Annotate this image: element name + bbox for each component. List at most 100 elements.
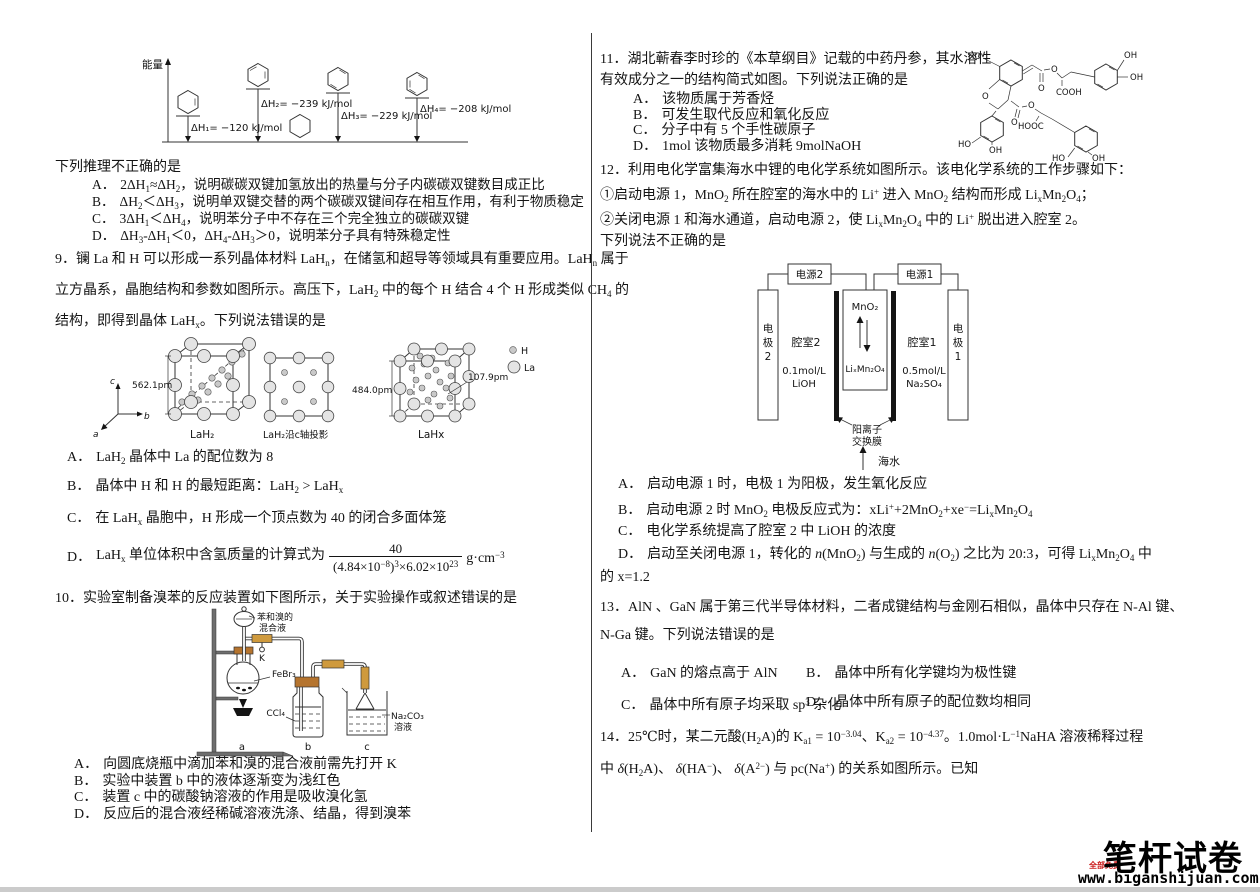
q11-option-d: D．1mol 该物质最多消耗 9molNaOH xyxy=(633,138,862,154)
q8-options: A．2ΔH1≈ΔH2，说明碳碳双键加氢放出的热量与分子内碳碳双键数目成正比 B．… xyxy=(92,176,584,245)
q14-text-line1: 14．25℃时，某二元酸(H2A)的 Ka1 = 10−3.04、Ka2 = 1… xyxy=(600,729,1144,746)
ringc-oh-right-label: OH xyxy=(1130,73,1143,83)
cooh-label: COOH xyxy=(1056,88,1082,98)
electrode1-label-3: 1 xyxy=(955,351,962,363)
q13-text-line2: N-Ga 键。下列说法错误的是 xyxy=(600,628,775,643)
seawater-label: 海水 xyxy=(878,454,900,468)
ringb-ho-label: HO xyxy=(958,140,971,150)
q13-option-a: A．GaN 的熔点高于 AlN xyxy=(621,666,778,681)
q12-option-b: B．启动电源 2 时 MnO2 电极反应式为：xLi++2MnO2+xe−=Li… xyxy=(618,502,1033,519)
q10-options: A．向圆底烧瓶中滴加苯和溴的混合液前需先打开 K B．实验中装置 b 中的液体逐… xyxy=(74,756,411,822)
q8-option-a: A．2ΔH1≈ΔH2，说明碳碳双键加氢放出的热量与分子内碳碳双键数目成正比 xyxy=(92,177,545,194)
q13-option-d: D．晶体中所有原子的配位数均相同 xyxy=(806,695,1032,710)
ccl4-label: CCl₄ xyxy=(266,709,285,719)
q13-text-line1: 13．AlN 、GaN 属于第三代半导体材料，二者成键结构与金刚石相似，晶体中只… xyxy=(600,600,1184,615)
brand-free-tag: 全部免费 xyxy=(1089,861,1121,870)
q12-option-c: C．电化学系统提高了腔室 2 中 LiOH 的浓度 xyxy=(618,524,897,539)
q10-option-d: D．反应后的混合液经稀碱溶液洗涤、结晶，得到溴苯 xyxy=(74,806,412,822)
q10-option-c: C．装置 c 中的碳酸钠溶液的作用是吸收溴化氢 xyxy=(74,790,368,805)
q8-energy-diagram: 能量 ΔH₁= −120 kJ/mol ΔH₂= −239 kJ/mol ΔH₃… xyxy=(142,58,511,143)
ho-top-label: HO xyxy=(968,52,981,62)
q8-option-c: C．3ΔH1＜ΔH4，说明苯分子中不存在三个完全独立的碳碳双键 xyxy=(92,211,470,228)
na2co3-label-line2: 溶液 xyxy=(394,721,412,733)
q11-option-b: B．可发生取代反应和氧化反应 xyxy=(633,107,830,123)
na2co3-label-line1: Na₂CO₃ xyxy=(391,712,424,722)
brand-logo-text: 笔杆试卷 xyxy=(1103,841,1243,878)
q12-step1: ①启动电源 1，MnO2 所在腔室的海水中的 Li+ 进入 MnO2 结构而形成… xyxy=(600,187,1095,204)
q12-cell-figure: 电源2 电源1 电 极 2 电 极 1 MnO₂ LiₓMn₂O₄ 腔室2 0.… xyxy=(757,263,969,470)
lahx-cell: 484.0pm 107.9pm LaHx xyxy=(352,342,508,441)
q10-apparatus-figure: K 苯和溴的 混合液 FeBr₃ CCl₄ Na₂CO₃ 溶液 a b c xyxy=(196,606,424,757)
apparatus-b-label: b xyxy=(305,742,311,753)
q9-option-b: B．晶体中 H 和 H 的最短距离：LaH2 > LaHx xyxy=(67,479,344,495)
q11-structure-figure: HO O HO OH O O COOH OH OH O O HOOC HO OH xyxy=(958,51,1143,164)
solution2-line2: LiOH xyxy=(792,379,816,390)
carbonyl2-o-label: O xyxy=(1011,118,1018,128)
ringc-oh-top-label: OH xyxy=(1124,51,1137,61)
lixmn2o4-label: LiₓMn₂O₄ xyxy=(845,365,885,375)
q9-text-line3: 结构，即得到晶体 LaHx。下列说法错误的是 xyxy=(55,314,326,330)
apparatus-c-label: c xyxy=(364,742,370,753)
q14-text-line2: 中 δ(H2A)、 δ(HA−)、 δ(A2−) 与 pc(Na+) 的关系如图… xyxy=(600,761,979,778)
membrane-label-line1: 阳离子 xyxy=(852,423,882,436)
dh2-label: ΔH₂= −239 kJ/mol xyxy=(261,99,352,110)
lahx-edge-length: 484.0pm xyxy=(352,386,392,396)
q13-option-c: C．晶体中所有原子均采取 sp3 杂化 xyxy=(621,697,842,713)
legend-h-label: H xyxy=(521,346,528,357)
energy-axis-label: 能量 xyxy=(142,58,163,71)
axis-b-label: b xyxy=(144,412,150,422)
funnel-label-line2: 混合液 xyxy=(259,622,286,634)
apparatus-a-label: a xyxy=(239,742,245,753)
q9-option-d-fraction: 40 (4.84×10−8)3×6.02×1023 xyxy=(329,541,463,574)
solution2-line1: 0.1mol/L xyxy=(782,366,826,377)
chamber2-label: 腔室2 xyxy=(792,335,821,349)
q12-option-a: A．启动电源 1 时，电极 1 为阳极，发生氧化反应 xyxy=(618,477,928,492)
q9-crystal-figure: c b a 562.1pm LaH₂ LaH₂沿c轴投影 xyxy=(93,337,535,441)
page-bottom-edge xyxy=(0,887,1260,892)
power1-label: 电源1 xyxy=(906,268,934,281)
q13-option-b: B．晶体中所有化学键均为极性键 xyxy=(806,666,1017,681)
q10-option-a: A．向圆底烧瓶中滴加苯和溴的混合液前需先打开 K xyxy=(74,757,397,772)
lah2-projection: LaH₂沿c轴投影 xyxy=(263,351,335,441)
ester2-o-label: O xyxy=(1028,101,1035,111)
brand-url: www.biganshijuan.com xyxy=(1078,869,1259,887)
lah2-cell: 562.1pm LaH₂ xyxy=(132,337,256,441)
lah2-caption: LaH₂ xyxy=(190,429,214,441)
q9-option-c: C．在 LaHx 晶胞中，H 形成一个顶点数为 40 的闭合多面体笼 xyxy=(67,511,447,527)
electrode1-label: 电 xyxy=(953,322,964,335)
q9-option-d: D． LaHx 单位体积中含氢质量的计算式为 40 (4.84×10−8)3×6… xyxy=(67,540,505,574)
q9-option-a: A．LaH2 晶体中 La 的配位数为 8 xyxy=(67,450,274,466)
membrane-right xyxy=(891,291,896,421)
q8-option-b: B．ΔH2＜ΔH3，说明单双键交替的两个碳碳双键间存在相互作用，有利于物质稳定 xyxy=(92,194,584,211)
electrode2-label-3: 2 xyxy=(765,351,772,363)
hh-distance-label: 107.9pm xyxy=(468,373,508,383)
q12-option-d: D．启动至关闭电源 1，转化的 n(MnO2) 与生成的 n(O2) 之比为 2… xyxy=(618,547,1152,563)
hooc-label: HOOC xyxy=(1018,122,1044,132)
q11-option-a: A．该物质属于芳香烃 xyxy=(633,92,775,107)
q12-step2: ②关闭电源 1 和海水通道，启动电源 2，使 LixMn2O4 中的 Li+ 脱… xyxy=(600,212,1087,229)
projection-caption: LaH₂沿c轴投影 xyxy=(263,429,329,441)
dh3-label: ΔH₃= −229 kJ/mol xyxy=(341,111,432,122)
power2-label: 电源2 xyxy=(796,268,824,281)
chamber1-label: 腔室1 xyxy=(908,335,937,349)
ringb-oh-label: OH xyxy=(989,146,1002,156)
q12-stem2: 下列说法不正确的是 xyxy=(600,234,726,249)
stopcock-k-label: K xyxy=(259,654,266,664)
lah2-edge-length: 562.1pm xyxy=(132,381,172,391)
dh1-label: ΔH₁= −120 kJ/mol xyxy=(191,123,282,134)
q12-option-d-line2: 的 x=1.2 xyxy=(600,570,650,585)
q12-stem: 12．利用电化学富集海水中锂的电化学系统如图所示。该电化学系统的工作步骤如下： xyxy=(600,163,1132,178)
solution1-line1: 0.5mol/L xyxy=(902,366,946,377)
funnel-label-line1: 苯和溴的 xyxy=(257,611,293,623)
membrane-label-line2: 交换膜 xyxy=(852,435,882,448)
q11-text-line1: 11．湖北蕲春李时珍的《本草纲目》记载的中药丹参，其水溶性 xyxy=(600,52,992,67)
q11-options: A．该物质属于芳香烃 B．可发生取代反应和氧化反应 C．分子中有 5 个手性碳原… xyxy=(633,91,862,154)
febr3-label: FeBr₃ xyxy=(272,670,296,680)
q8-option-d: D．ΔH3-ΔH1＜0，ΔH4-ΔH3＞0，说明苯分子具有特殊稳定性 xyxy=(92,228,451,245)
ester1-o-label: O xyxy=(1051,65,1058,75)
solution1-line2: Na₂SO₄ xyxy=(906,379,942,390)
q11-option-c: C．分子中有 5 个手性碳原子 xyxy=(633,123,816,138)
ringd-oh-label: OH xyxy=(1092,154,1105,164)
axis-a-label: a xyxy=(93,430,99,440)
electrode2-label-2: 极 xyxy=(763,336,774,349)
